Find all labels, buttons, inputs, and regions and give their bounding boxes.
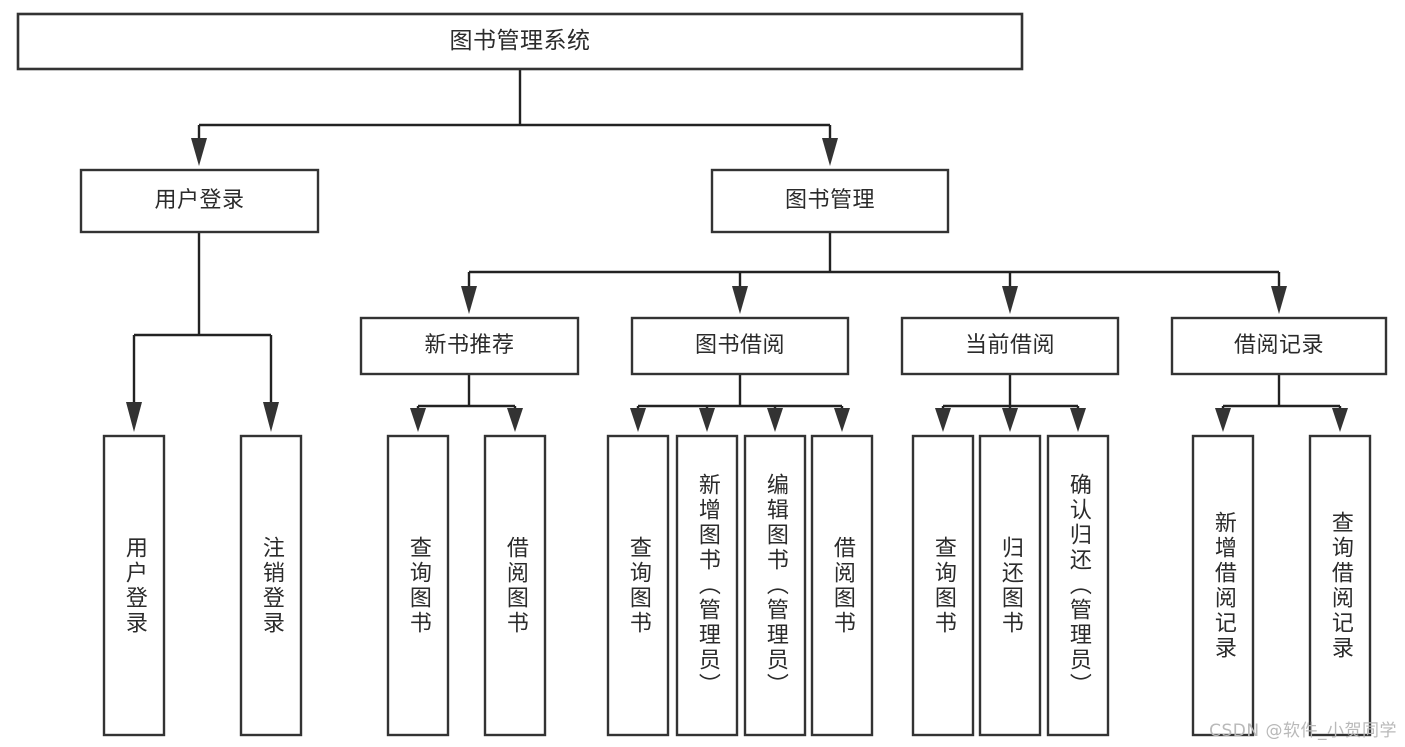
node-box-user-login[interactable]: [79, 168, 320, 234]
arrow-to-newbook: [461, 286, 477, 314]
arrow-leaf-user-login: [126, 402, 142, 432]
leaf-box-newbook-borrow-book[interactable]: [483, 434, 547, 737]
arrow-to-current: [1002, 286, 1018, 314]
arrow-leaf-newbook-borrow: [507, 408, 523, 432]
node-box-book-borrow[interactable]: [630, 316, 850, 376]
leaf-box-record-add[interactable]: [1191, 434, 1255, 737]
watermark-text: CSDN @软件_小贺同学: [1209, 721, 1397, 741]
arrow-to-borrow: [732, 286, 748, 314]
leaf-box-record-query[interactable]: [1308, 434, 1372, 737]
arrow-leaf-borrow-edit: [767, 408, 783, 432]
node-box-layer: [16, 12, 1388, 737]
arrow-leaf-current-query: [935, 408, 951, 432]
arrow-leaf-current-confirm: [1070, 408, 1086, 432]
arrow-leaf-newbook-query: [410, 408, 426, 432]
node-box-current-borrow[interactable]: [900, 316, 1120, 376]
leaf-box-newbook-query-book[interactable]: [386, 434, 450, 737]
leaf-box-borrow-lend-book[interactable]: [810, 434, 874, 737]
leaf-box-current-return-book[interactable]: [978, 434, 1042, 737]
arrow-leaf-logout: [263, 402, 279, 432]
connector-layer: [126, 69, 1348, 432]
arrow-leaf-borrow-add: [699, 408, 715, 432]
node-box-borrow-record[interactable]: [1170, 316, 1388, 376]
leaf-box-logout[interactable]: [239, 434, 303, 737]
leaf-box-borrow-add-book[interactable]: [675, 434, 739, 737]
arrow-to-book-mgmt: [822, 138, 838, 166]
leaf-box-user-login[interactable]: [102, 434, 166, 737]
arrow-leaf-record-query: [1332, 408, 1348, 432]
leaf-box-current-confirm-return[interactable]: [1046, 434, 1110, 737]
arrow-leaf-record-add: [1215, 408, 1231, 432]
arrow-leaf-borrow-lend: [834, 408, 850, 432]
node-box-new-book-recommend[interactable]: [359, 316, 580, 376]
leaf-box-current-query-book[interactable]: [911, 434, 975, 737]
leaf-box-borrow-edit-book[interactable]: [743, 434, 807, 737]
leaf-box-borrow-query-book[interactable]: [606, 434, 670, 737]
node-box-book-management[interactable]: [710, 168, 950, 234]
arrow-to-user-login: [191, 138, 207, 166]
node-box-root[interactable]: [16, 12, 1024, 71]
arrow-leaf-current-return: [1002, 408, 1018, 432]
arrow-leaf-borrow-query: [630, 408, 646, 432]
arrow-to-record: [1271, 286, 1287, 314]
